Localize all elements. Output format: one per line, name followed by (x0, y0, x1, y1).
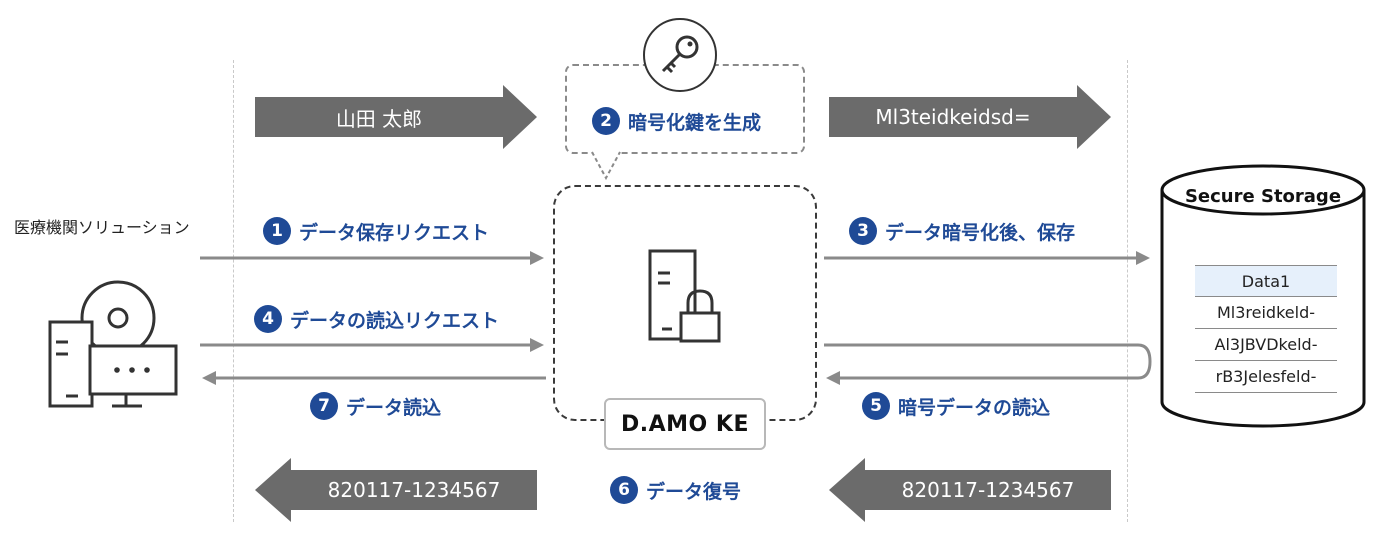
step-7: 7 データ読込 (310, 392, 441, 420)
step-label: 暗号データの読込 (898, 396, 1051, 419)
step-label: データの読込リクエスト (290, 309, 500, 332)
product-badge: D.AMO KE (604, 398, 766, 450)
step-1: 1 データ保存リクエスト (263, 217, 489, 245)
step-number: 1 (263, 217, 291, 245)
decrypted-value: 820117-1234567 (901, 478, 1075, 502)
step-label: データ復号 (646, 480, 742, 503)
storage-row: Al3JBVDkeld- (1195, 329, 1337, 361)
step-5: 5 暗号データの読込 (862, 392, 1050, 420)
callout-tail (591, 150, 621, 181)
left-divider (233, 60, 234, 522)
storage-row: Data1 (1195, 265, 1337, 297)
step-number: 5 (862, 392, 890, 420)
decrypted-right-arrow: 820117-1234567 (829, 458, 1111, 522)
storage-row: rB3Jelesfeld- (1195, 361, 1337, 393)
step-number: 3 (849, 217, 877, 245)
decrypted-left-arrow: 820117-1234567 (255, 458, 537, 522)
computer-icon (48, 280, 178, 408)
client-label: 医療機関ソリューション (14, 218, 190, 237)
arrow-right-shape (829, 85, 1111, 149)
step-3: 3 データ暗号化後、保存 (849, 217, 1075, 245)
step-6: 6 データ復号 (610, 476, 741, 504)
step-label: データ暗号化後、保存 (885, 221, 1076, 244)
step-number: 4 (254, 305, 282, 333)
name-plaintext-arrow: 山田 太郎 (255, 85, 537, 149)
step-4: 4 データの読込リクエスト (254, 305, 499, 333)
step-number: 2 (592, 107, 620, 135)
arrow-left-shape (255, 458, 537, 522)
storage-table: Data1 Ml3reidkeld- Al3JBVDkeld- rB3Jeles… (1195, 265, 1337, 393)
arrow-left-shape (829, 458, 1111, 522)
step-number: 6 (610, 476, 638, 504)
right-divider (1127, 60, 1128, 522)
server-lock-icon (648, 249, 721, 343)
storage-row: Ml3reidkeld- (1195, 297, 1337, 329)
ciphertext-value: Ml3teidkeidsd= (875, 105, 1031, 129)
ciphertext-arrow: Ml3teidkeidsd= (829, 85, 1111, 149)
key-icon (643, 18, 717, 92)
arrow-right-shape (255, 85, 537, 149)
step-2: 2 暗号化鍵を生成 (592, 107, 761, 135)
storage-title: Secure Storage (1184, 186, 1342, 207)
step-label: データ保存リクエスト (299, 221, 490, 244)
step-label: 暗号化鍵を生成 (628, 111, 762, 134)
step-label: データ読込 (346, 396, 442, 419)
decrypted-value: 820117-1234567 (327, 478, 501, 502)
plaintext-value: 山田 太郎 (335, 106, 423, 131)
database-icon (1160, 164, 1366, 428)
step-number: 7 (310, 392, 338, 420)
